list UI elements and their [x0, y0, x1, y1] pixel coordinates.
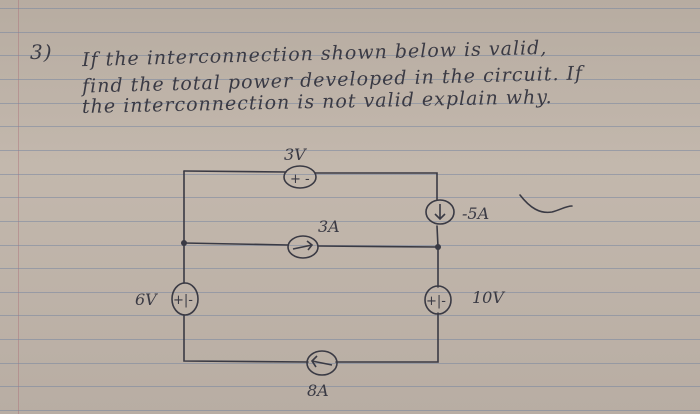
- bottom-current-source-label: 8A: [307, 381, 329, 400]
- ruled-line: [0, 268, 700, 269]
- ruled-line: [0, 410, 700, 411]
- ruled-line: [0, 363, 700, 364]
- ruled-line: [0, 315, 700, 316]
- left-voltage-source-label: 6V: [135, 290, 158, 309]
- junction-node-right: [435, 244, 441, 250]
- ruled-line: [0, 126, 700, 127]
- ruled-line: [0, 103, 700, 104]
- wire-right-upper: [436, 225, 439, 248]
- ruled-line: [0, 32, 700, 33]
- wire-left-lower: [183, 314, 309, 363]
- wire-top-right: [314, 172, 438, 201]
- middle-current-source: [287, 235, 319, 259]
- wire-middle-left: [183, 242, 289, 246]
- right-voltage-source-label: 10V: [472, 288, 505, 307]
- top-voltage-source-polarity: + -: [290, 172, 310, 187]
- margin-line: [18, 0, 19, 414]
- wire-right-bottom: [335, 312, 439, 363]
- ruled-line: [0, 150, 700, 151]
- wire-middle-right: [317, 245, 439, 248]
- top-voltage-source-label: 3V: [284, 145, 307, 164]
- annotation-squiggle: [519, 194, 573, 214]
- down-arrow-icon: [434, 204, 446, 221]
- left-voltage-source-polarity: +|-: [173, 293, 193, 308]
- junction-node-left: [181, 240, 187, 246]
- question-number: 3): [30, 40, 53, 64]
- right-voltage-source: +|-: [424, 285, 452, 315]
- bottom-current-source: [306, 350, 338, 376]
- ruled-line: [0, 79, 700, 80]
- ruled-line: [0, 55, 700, 56]
- ruled-line: [0, 174, 700, 175]
- ruled-line: [0, 339, 700, 340]
- middle-current-source-label: 3A: [318, 217, 340, 236]
- left-arrow-icon: [310, 355, 333, 368]
- ruled-line: [0, 386, 700, 387]
- right-current-source-label: -5A: [462, 204, 489, 223]
- right-current-source: [425, 199, 455, 225]
- ruled-line: [0, 292, 700, 293]
- left-voltage-source: +|-: [171, 282, 199, 316]
- ruled-line: [0, 8, 700, 9]
- ruled-line: [0, 197, 700, 198]
- right-voltage-source-polarity: +|-: [426, 294, 446, 309]
- right-arrow-icon: [292, 240, 314, 251]
- ruled-line: [0, 221, 700, 222]
- top-voltage-source: + -: [283, 165, 317, 189]
- wire-top-left: [183, 170, 287, 173]
